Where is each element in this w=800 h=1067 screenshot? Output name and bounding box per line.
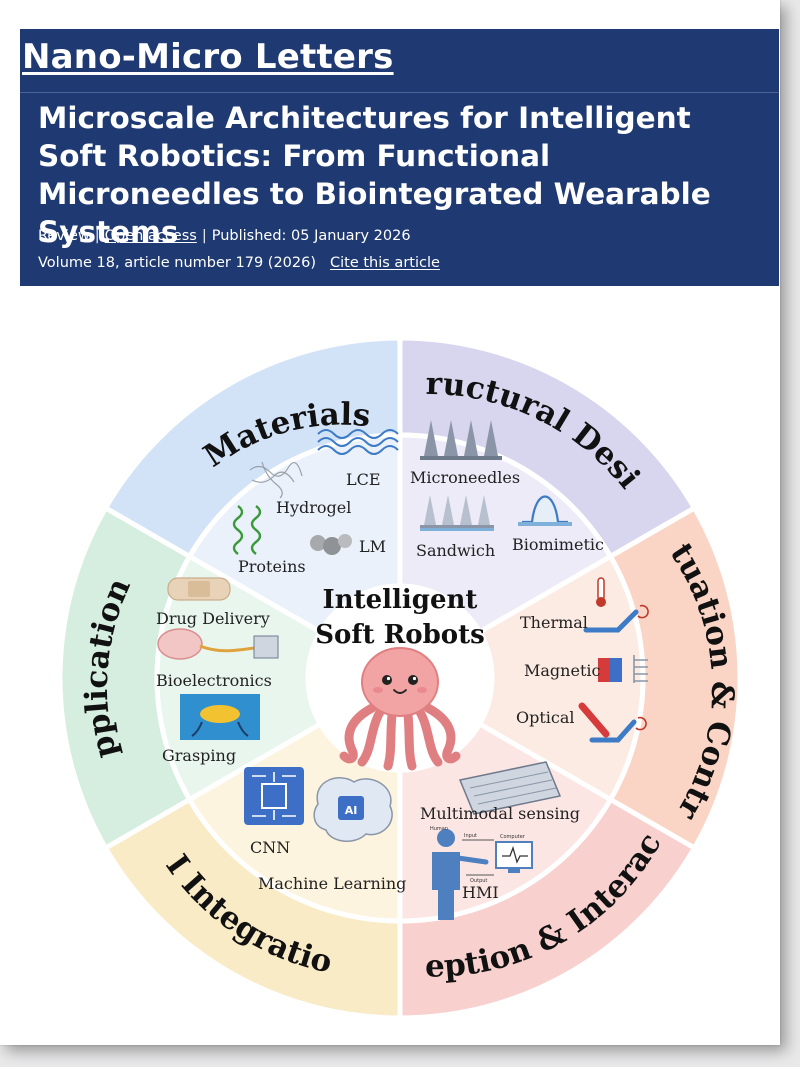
journal-title[interactable]: Nano-Micro Letters (22, 37, 394, 77)
thermal-actuator-icon (583, 604, 649, 633)
bandage-icon (167, 577, 231, 601)
grasping-robot-icon (180, 694, 260, 740)
node-computer: Computer (500, 834, 526, 840)
magnet-icon (598, 658, 622, 682)
microneedle-icon (420, 420, 502, 460)
node-hmi: HMI (462, 883, 499, 902)
article-meta-line: Review|Open access|Published: 05 January… (38, 228, 411, 244)
volume-info: Volume 18, article number 179 (2026) (38, 255, 316, 271)
inner-ring (154, 432, 646, 924)
liquid-metal-icon (310, 534, 352, 555)
center-title-line1: Intelligent (323, 585, 478, 615)
biomimetic-icon (518, 495, 572, 526)
hmi-computer-icon (495, 841, 533, 873)
article-type: Review (38, 228, 90, 244)
node-multimodal-sensing: Multimodal sensing (420, 804, 580, 823)
node-human: Human (430, 826, 448, 832)
node-drug-delivery: Drug Delivery (156, 609, 270, 628)
node-lce: LCE (346, 470, 381, 489)
graphical-abstract: Materials Structural Design Actuation & … (0, 310, 780, 1022)
node-thermal: Thermal (520, 613, 588, 632)
article-title: Microscale Architectures for Intelligent… (38, 101, 711, 249)
lce-icon (317, 429, 399, 455)
cite-article-link[interactable]: Cite this article (330, 255, 440, 271)
header-divider (20, 92, 779, 93)
bioelectronics-brain-icon (157, 628, 279, 660)
node-proteins: Proteins (238, 557, 306, 576)
node-machine-learning: Machine Learning (258, 874, 406, 893)
hmi-arrow-icon (462, 839, 494, 876)
node-magnetic: Magnetic (524, 661, 600, 680)
article-volume-line: Volume 18, article number 179 (2026) Cite… (38, 255, 440, 271)
node-hydrogel: Hydrogel (276, 498, 351, 517)
node-ai: AI (345, 804, 358, 817)
center-title-line2: Soft Robots (315, 620, 484, 650)
published-date: Published: 05 January 2026 (211, 228, 411, 244)
thermometer-icon (596, 577, 606, 607)
node-sandwich: Sandwich (416, 541, 495, 560)
article-header: Nano-Micro Letters Microscale Architectu… (20, 29, 779, 286)
node-output: Output (470, 878, 487, 884)
optical-actuator-icon (578, 702, 647, 743)
concept-wheel: Materials Structural Design Actuation & … (0, 310, 743, 1021)
node-microneedles: Microneedles (410, 468, 520, 487)
cnn-chip-icon (244, 767, 304, 825)
sandwich-microneedle-icon (420, 495, 494, 531)
protein-icon (232, 505, 262, 555)
node-cnn: CNN (250, 838, 290, 857)
hydrogel-icon (249, 461, 303, 499)
article-card: Nano-Micro Letters Microscale Architectu… (0, 0, 780, 1045)
magnetic-actuator-icon (633, 655, 648, 683)
node-optical: Optical (516, 708, 575, 727)
node-bioelectronics: Bioelectronics (156, 671, 272, 690)
hmi-human-icon (432, 829, 489, 920)
node-grasping: Grasping (162, 746, 236, 765)
open-access-link[interactable]: Open access (104, 228, 197, 244)
node-lm: LM (359, 537, 386, 556)
ai-brain-icon (313, 777, 393, 842)
octopus-icon (339, 647, 461, 771)
sensor-array-icon (458, 761, 562, 815)
node-biomimetic: Biomimetic (512, 535, 604, 554)
node-input: Input (464, 833, 477, 839)
